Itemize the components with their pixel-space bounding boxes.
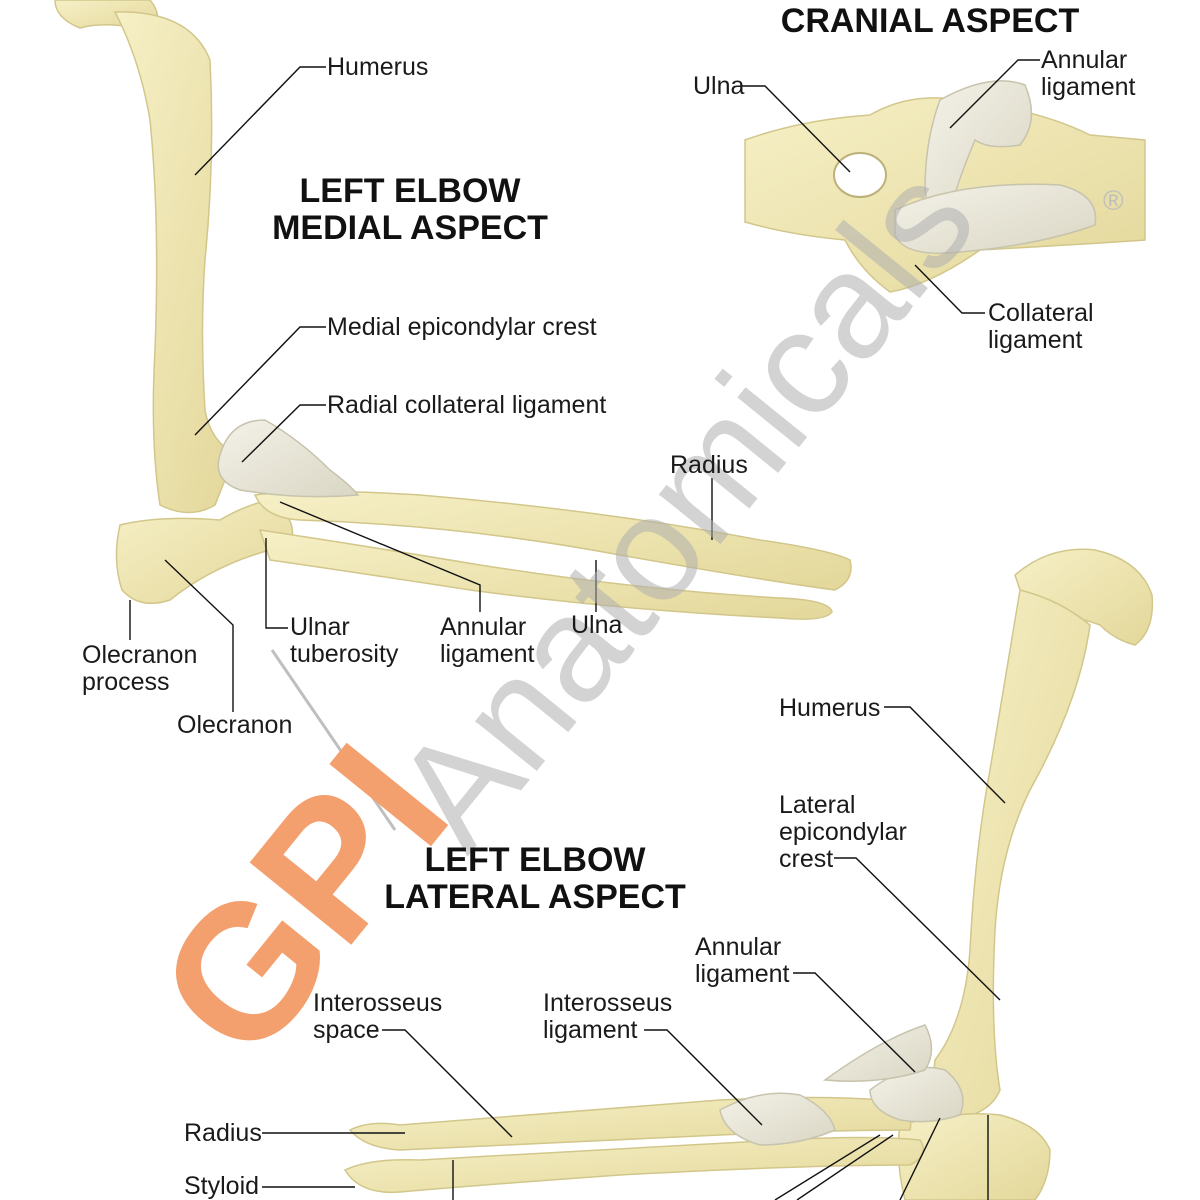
leader-lines — [129, 59, 1040, 1200]
leader-cranial-collateral — [914, 264, 985, 314]
leader-lateral-humerus — [884, 706, 1006, 804]
leader-medial-radial-collateral — [241, 404, 326, 463]
medial-radial-collateral-ligament — [217, 419, 360, 498]
leader-cranial-ulna — [742, 85, 851, 173]
leader-lateral-interosseus-space — [382, 1029, 513, 1138]
leader-lateral-epicondylar-crest — [834, 857, 1001, 1001]
title-medial-line2: MEDIAL ASPECT — [272, 209, 548, 247]
label-interosseus-ligament-line1: Interosseus — [543, 989, 673, 1017]
label-olecranon-process-line1: Olecranon — [82, 641, 198, 669]
label-olecranon-process: Olecranon process — [82, 642, 197, 696]
label-radial-collateral-ligament: Radial collateral ligament — [327, 391, 607, 419]
leader-lateral-c — [899, 1117, 941, 1200]
lateral-collateral-ligament — [822, 1024, 933, 1082]
label-lateral-crest-line3: crest — [779, 845, 834, 873]
leader-lateral-annular — [793, 972, 916, 1073]
medial-humerus — [113, 11, 236, 514]
label-medial-ulna: Ulna — [571, 611, 623, 639]
medial-ulna — [258, 529, 833, 620]
label-olecranon: Olecranon — [177, 711, 293, 739]
leader-medial-olecranon — [164, 559, 234, 712]
label-medial-annular-ligament: Annular ligament — [440, 614, 535, 668]
leader-medial-annular-ligament — [279, 501, 481, 612]
label-lateral-annular-ligament: Annular ligament — [695, 934, 790, 988]
label-cranial-collateral-line1: Collateral — [988, 299, 1094, 327]
label-cranial-annular-line1: Annular — [1041, 46, 1128, 74]
label-medial-annular-line2: ligament — [440, 640, 535, 668]
label-olecranon-process-line2: process — [82, 668, 170, 696]
leader-lateral-interosseus-ligament — [644, 1029, 763, 1126]
title-cranial-aspect: CRANIAL ASPECT — [780, 2, 1080, 40]
label-cranial-annular-line2: ligament — [1041, 73, 1136, 101]
label-cranial-annular-ligament: Annular ligament — [1041, 47, 1136, 101]
leader-cranial-annular — [949, 59, 1040, 129]
label-lateral-annular-line1: Annular — [695, 933, 782, 961]
title-lateral-aspect: LEFT ELBOW LATERAL ASPECT — [375, 842, 695, 916]
label-cranial-collateral-line2: ligament — [988, 326, 1083, 354]
cranial-elbow-bones — [744, 80, 1146, 293]
label-ulnar-tuberosity: Ulnar tuberosity — [290, 614, 398, 668]
leader-medial-epicondylar-crest — [194, 326, 326, 436]
label-styloid: Styloid — [184, 1172, 260, 1200]
label-interosseus-ligament: Interosseus ligament — [543, 990, 672, 1044]
label-interosseus-space-line2: space — [313, 1016, 380, 1044]
label-interosseus-space-line1: Interosseus — [313, 989, 443, 1017]
label-lateral-crest-line1: Lateral — [779, 791, 856, 819]
leader-medial-ulnar-tuberosity — [265, 538, 288, 629]
label-lateral-radius: Radius — [184, 1119, 262, 1147]
leader-lateral-a — [774, 1134, 881, 1200]
label-interosseus-space: Interosseus space — [313, 990, 442, 1044]
label-lateral-epicondylar-crest: Lateral epicondylar crest — [779, 792, 907, 873]
label-ulnar-tuberosity-line1: Ulnar — [290, 613, 350, 641]
leader-lateral-b — [796, 1134, 894, 1200]
cranial-collateral-ligament — [894, 183, 1097, 254]
title-medial-aspect: LEFT ELBOW MEDIAL ASPECT — [250, 173, 570, 247]
watermark-registered-mark: ® — [1103, 185, 1124, 216]
lateral-interosseus-ligament — [719, 1092, 836, 1146]
label-cranial-collateral-ligament: Collateral ligament — [988, 300, 1094, 354]
lateral-elbow-bones — [343, 548, 1154, 1200]
title-lateral-line1: LEFT ELBOW — [424, 841, 646, 879]
label-lateral-humerus: Humerus — [779, 694, 881, 722]
lateral-humerus — [933, 589, 1091, 1121]
label-medial-annular-line1: Annular — [440, 613, 527, 641]
label-lateral-crest-line2: epicondylar — [779, 818, 907, 846]
label-medial-humerus: Humerus — [327, 53, 429, 81]
cranial-annular-ligament — [924, 80, 1033, 218]
medial-elbow-bones — [54, 0, 852, 620]
label-medial-radius: Radius — [670, 451, 748, 479]
medial-radius — [253, 490, 852, 591]
label-ulnar-tuberosity-line2: tuberosity — [290, 640, 399, 668]
lateral-olecranon — [897, 1113, 1051, 1200]
title-lateral-line2: LATERAL ASPECT — [384, 878, 686, 916]
watermark-separator — [270, 649, 397, 831]
cranial-trochlear-notch — [833, 152, 887, 198]
title-medial-line1: LEFT ELBOW — [299, 172, 521, 210]
label-lateral-annular-line2: ligament — [695, 960, 790, 988]
label-interosseus-ligament-line2: ligament — [543, 1016, 638, 1044]
label-medial-epicondylar-crest: Medial epicondylar crest — [327, 313, 597, 341]
label-cranial-ulna: Ulna — [693, 72, 745, 100]
leader-medial-humerus — [194, 66, 326, 176]
